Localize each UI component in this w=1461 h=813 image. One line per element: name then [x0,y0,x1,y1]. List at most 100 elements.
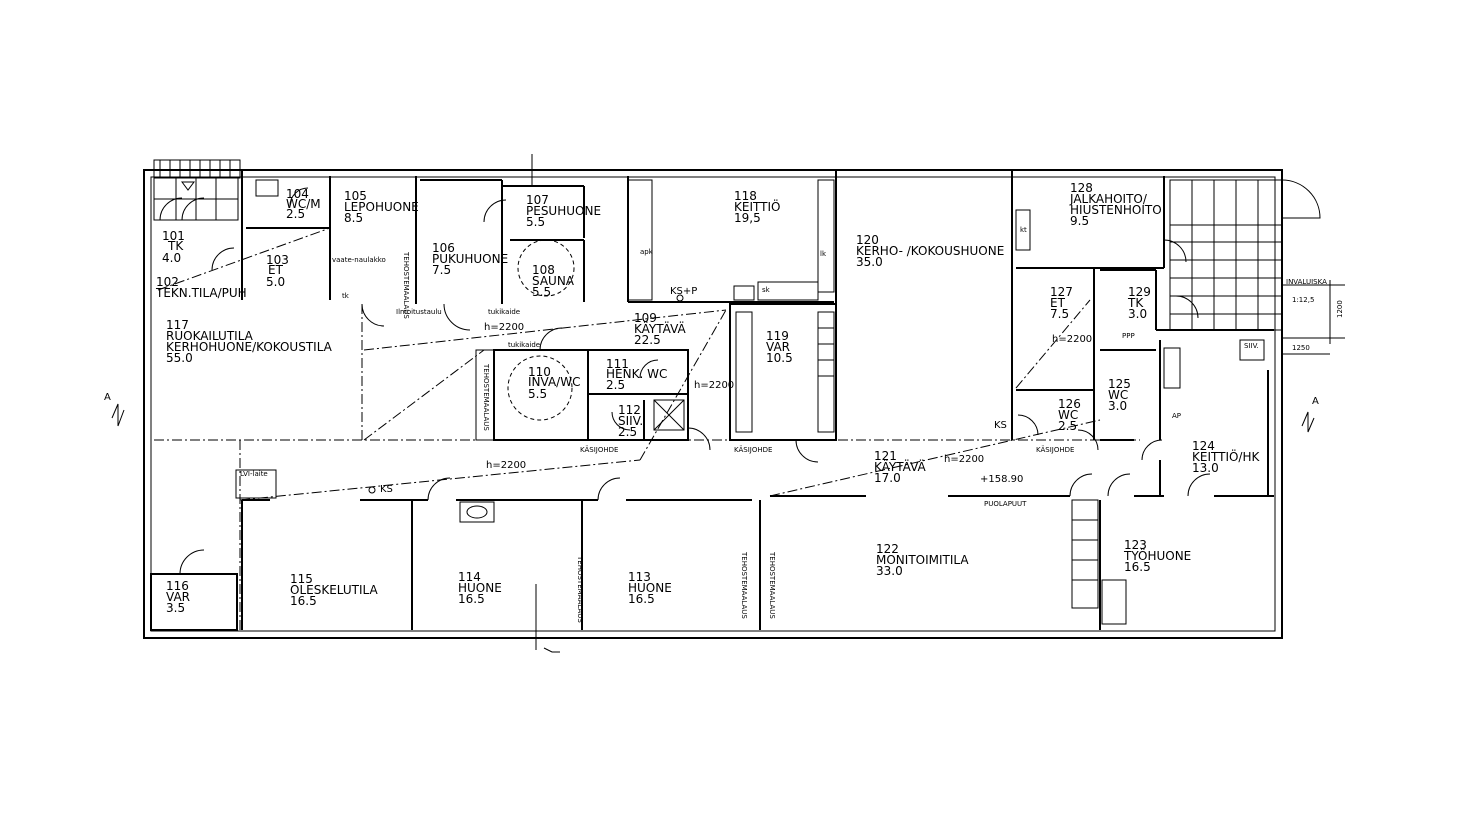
svg-text:2.5: 2.5 [286,207,305,221]
svg-text:9.5: 9.5 [1070,214,1089,228]
height-note: h=2200 [944,454,984,465]
contrast-paint-label: TEHOSTEMAALAUS [402,251,410,319]
notice-board-label: Ilmoitustaulu [396,308,442,316]
svg-text:112: 112 [618,403,641,417]
svg-text:7.5: 7.5 [432,263,451,277]
svg-text:19,5: 19,5 [734,211,761,225]
svg-text:35.0: 35.0 [856,255,883,269]
svg-text:114: 114 [458,570,481,584]
handrail-label: KÄSIJOHDE [734,445,772,454]
svg-text:5.5: 5.5 [526,215,545,229]
svg-text:123: 123 [1124,538,1147,552]
fridge-label: lk [820,250,827,258]
svg-text:SAUNA: SAUNA [532,274,575,288]
sink-label: sk [762,286,771,294]
ks-note: KS [380,484,393,495]
handrail-label: KÄSIJOHDE [580,445,618,454]
svg-text:8.5: 8.5 [344,211,363,225]
svg-text:2.5: 2.5 [606,378,625,392]
svg-text:108: 108 [532,263,555,277]
svg-text:3.5: 3.5 [166,601,185,615]
rail-label: tukikaide [508,341,540,349]
svg-text:3.0: 3.0 [1108,399,1127,413]
svg-text:PUKUHUONE: PUKUHUONE [432,252,508,266]
svg-text:KERHOHUONE/KOKOUSTILA: KERHOHUONE/KOKOUSTILA [166,340,333,354]
svg-text:125: 125 [1108,377,1131,391]
contrast-paint-label: TEHOSTEMAALAUS [482,363,490,431]
svg-text:ET: ET [268,263,284,277]
section-marker-right: A [1312,396,1319,407]
svg-text:122: 122 [876,542,899,556]
svg-text:HIUSTENHOITO: HIUSTENHOITO [1070,203,1162,217]
stair-top-right [1169,179,1345,355]
svg-text:3.0: 3.0 [1128,307,1147,321]
svg-text:5.5: 5.5 [528,387,547,401]
handrail-label: KÄSIJOHDE [1036,445,1074,454]
cabinet-label: tk [342,292,350,300]
svg-text:17.0: 17.0 [874,471,901,485]
coat-rack-label: vaate-naulakko [332,256,386,264]
svg-text:5.5: 5.5 [532,285,551,299]
svg-text:5.0: 5.0 [266,275,285,289]
section-marker-left: A [104,392,111,403]
svg-text:111: 111 [606,357,629,371]
ramp-label: INVALUISKA [1286,278,1327,286]
svg-text:33.0: 33.0 [876,564,903,578]
svg-text:TK: TK [167,239,184,253]
dim-1250: 1250 [1292,344,1310,352]
svg-text:55.0: 55.0 [166,351,193,365]
svg-text:110: 110 [528,365,551,379]
svg-text:13.0: 13.0 [1192,461,1219,475]
svg-text:ET: ET [1050,296,1066,310]
svg-text:16.5: 16.5 [1124,560,1151,574]
rail-label: tukikaide [488,308,520,316]
ramp-slope: 1:12,5 [1292,296,1314,304]
svg-text:117: 117 [166,318,189,332]
kt-label: kt [1020,226,1027,234]
svg-text:WC: WC [1058,408,1078,422]
svg-text:KEITTIÖ: KEITTIÖ [734,198,780,214]
svg-text:SIIV.: SIIV. [618,414,643,428]
svg-text:107: 107 [526,193,549,207]
svg-text:TYÖHUONE: TYÖHUONE [1123,547,1191,563]
svg-text:MONITOIMITILA: MONITOIMITILA [876,553,969,567]
svg-text:KEITTIÖ/HK: KEITTIÖ/HK [1192,448,1260,464]
svg-text:RUOKAILUTILA: RUOKAILUTILA [166,329,254,343]
svg-text:KERHO- /KOKOUSHUONE: KERHO- /KOKOUSHUONE [856,244,1004,258]
svg-text:109: 109 [634,311,657,325]
interior-walls [150,170,1274,631]
ppp-label: PPP [1122,332,1135,340]
svg-text:JALKAHOITO/: JALKAHOITO/ [1069,192,1148,206]
svg-text:128: 128 [1070,181,1093,195]
svg-text:HENK. WC: HENK. WC [606,367,667,381]
svg-text:VAR: VAR [166,590,190,604]
height-note: h=2200 [694,380,734,391]
section-cut-lines [531,154,560,653]
svg-text:103: 103 [266,253,289,267]
contrast-paint-label: TEHOSTEMAALAUS [576,555,584,623]
dim-1200: 1200 [1336,300,1344,318]
svg-text:16.5: 16.5 [458,592,485,606]
svg-text:127: 127 [1050,285,1073,299]
svg-text:16.5: 16.5 [290,594,317,608]
svg-text:115: 115 [290,572,313,586]
svg-text:KÄYTÄVÄ: KÄYTÄVÄ [874,459,927,474]
